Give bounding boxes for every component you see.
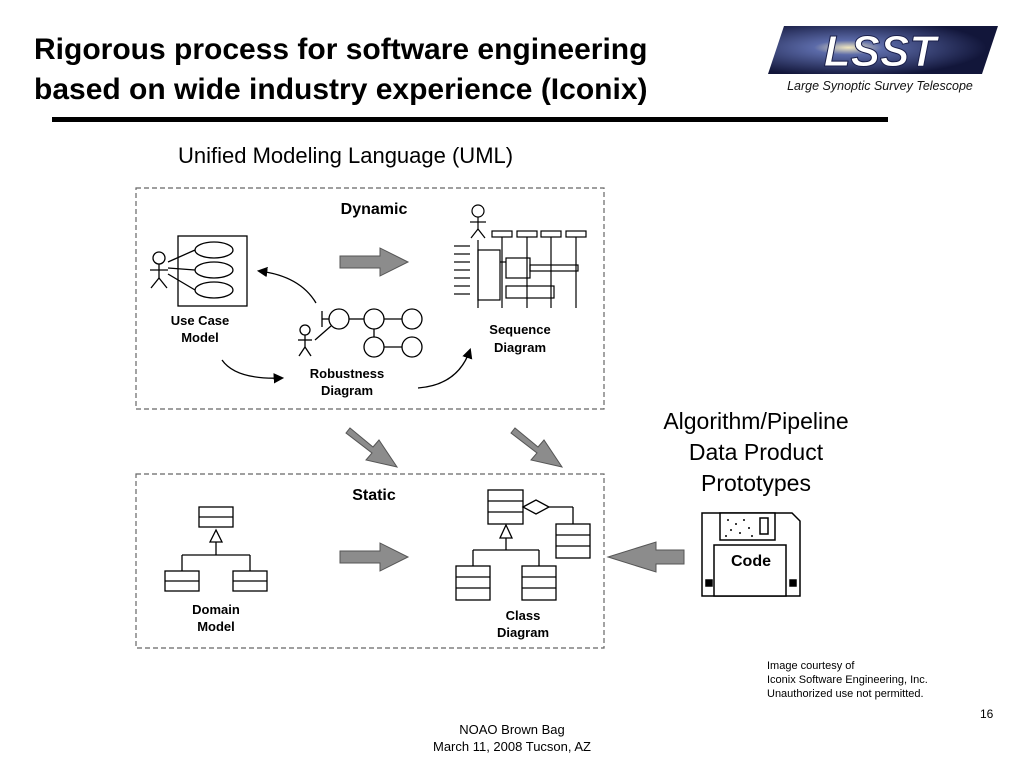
domain-label-2: Model [197,619,235,634]
slide-title: Rigorous process for software engineerin… [34,30,754,110]
algo-caption-line-2: Data Product [688,439,824,465]
credit-line-1: Image courtesy of [767,660,855,672]
sequence-diagram-icon [454,204,587,308]
domain-model-icon [164,506,268,592]
footer-line-2: March 11, 2008 Tucson, AZ [432,739,591,754]
slide-footer: NOAO Brown Bag March 11, 2008 Tucson, AZ [0,721,1024,755]
dynamic-panel [135,187,605,410]
algo-caption-line-3: Prototypes [701,470,811,496]
image-credit: Image courtesy of Iconix Software Engine… [767,659,928,701]
title-divider [52,117,888,122]
sequence-label-2: Diagram [494,340,546,355]
credit-line-3: Unauthorized use not permitted. [767,688,924,700]
footer-line-1: NOAO Brown Bag [459,722,565,737]
dynamic-label: Dynamic [341,201,408,218]
credit-line-2: Iconix Software Engineering, Inc. [767,674,928,686]
class-label-2: Diagram [497,625,549,640]
lsst-logo: LSST Large Synoptic Survey Telescope [768,26,998,93]
robustness-label-2: Diagram [321,383,373,398]
class-diagram-icon [455,489,591,601]
robustness-label-1: Robustness [310,366,384,381]
logo-letters: LSST [824,27,940,76]
use-case-label-2: Model [181,330,219,345]
code-disk-icon [701,512,801,597]
slide-title-line-2: based on wide industry experience (Iconi… [34,73,648,106]
dynamic-flow-arrow [339,247,410,277]
class-label-1: Class [506,608,541,623]
code-label: Code [731,553,771,570]
use-case-label-1: Use Case [171,313,230,328]
dynamic-to-static-left-arrow [345,427,399,468]
domain-label-1: Domain [192,602,240,617]
dynamic-to-static-right-arrow [510,427,564,468]
static-label: Static [352,487,396,504]
static-flow-arrow [339,542,410,572]
algo-caption-line-1: Algorithm/Pipeline [663,408,849,434]
code-to-class-arrow [606,541,685,573]
use-case-model-icon [150,235,248,307]
robustness-diagram-icon [298,308,423,358]
logo-starfield [768,26,998,74]
robustness-to-sequence-arrow [417,348,473,389]
logo-subtitle: Large Synoptic Survey Telescope [787,79,973,93]
use-case-to-robustness-arrow [221,359,285,384]
algorithm-pipeline-caption: Algorithm/Pipeline Data Product Prototyp… [636,406,876,499]
static-panel [135,473,605,649]
sequence-label-1: Sequence [489,322,550,337]
uml-heading: Unified Modeling Language (UML) [178,143,514,168]
slide-title-line-1: Rigorous process for software engineerin… [34,33,648,66]
page-number: 16 [980,707,994,721]
robustness-to-use-case-arrow [256,266,317,304]
